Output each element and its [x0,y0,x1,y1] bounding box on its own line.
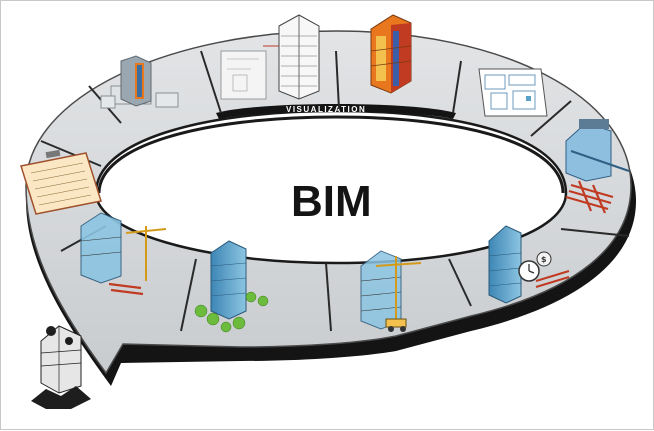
cost-time-icon: $ [488,225,570,304]
segment-dividers [40,50,630,332]
demolition-icon [31,325,91,409]
prefabrication-icon [565,119,630,214]
architectural-drawing-icon [220,14,320,100]
dollar-glyph: $ [541,255,547,264]
visualization-band [216,104,456,119]
construction-site-icon [80,212,167,296]
floor-plan-icon [478,68,548,117]
ring-label: VISUALIZATION [286,105,366,114]
building-section-icon [100,55,179,109]
center-title: BIM [291,177,372,226]
operation-building-icon [194,240,269,333]
construction-crane-icon [360,250,422,332]
structural-model-icon [370,14,412,94]
ring-inner-rim [97,115,565,194]
checklist-clipboard-icon [20,149,102,215]
